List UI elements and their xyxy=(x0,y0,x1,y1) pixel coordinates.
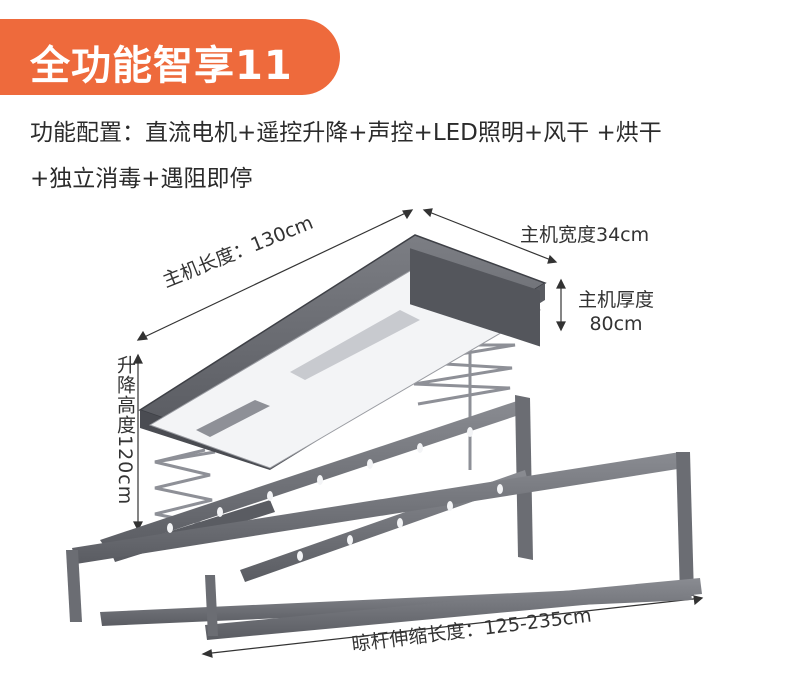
title-banner: 全功能智享11 xyxy=(0,19,340,95)
scissor-arm-right xyxy=(410,330,516,470)
host-thickness-dimension xyxy=(556,278,566,332)
feature-description: 功能配置：直流电机+遥控升降+声控+LED照明+风干 +烘干 +独立消毒+遇阻即… xyxy=(30,110,770,202)
feature-line-1: 功能配置：直流电机+遥控升降+声控+LED照明+风干 +烘干 xyxy=(30,120,662,146)
hanger-holes xyxy=(167,427,503,561)
lower-rack-frame xyxy=(66,452,702,640)
banner-title: 全功能智享11 xyxy=(30,43,293,89)
host-length-dimension xyxy=(136,209,414,341)
host-width-label: 主机宽度34cm xyxy=(520,224,650,246)
host-unit xyxy=(138,234,547,470)
drying-rack-illustration xyxy=(66,208,704,658)
lift-height-label: 升降高度120cm xyxy=(114,355,136,506)
pole-extension-dimension xyxy=(201,595,704,658)
host-width-dimension xyxy=(422,208,558,264)
host-thickness-label: 主机厚度 80cm xyxy=(578,288,654,336)
host-thickness-title: 主机厚度 xyxy=(578,289,655,311)
host-thickness-value: 80cm xyxy=(589,313,643,335)
feature-line-2: +独立消毒+遇阻即停 xyxy=(30,166,253,192)
scissor-arm-left xyxy=(154,448,216,528)
lift-height-dimension xyxy=(133,353,143,532)
